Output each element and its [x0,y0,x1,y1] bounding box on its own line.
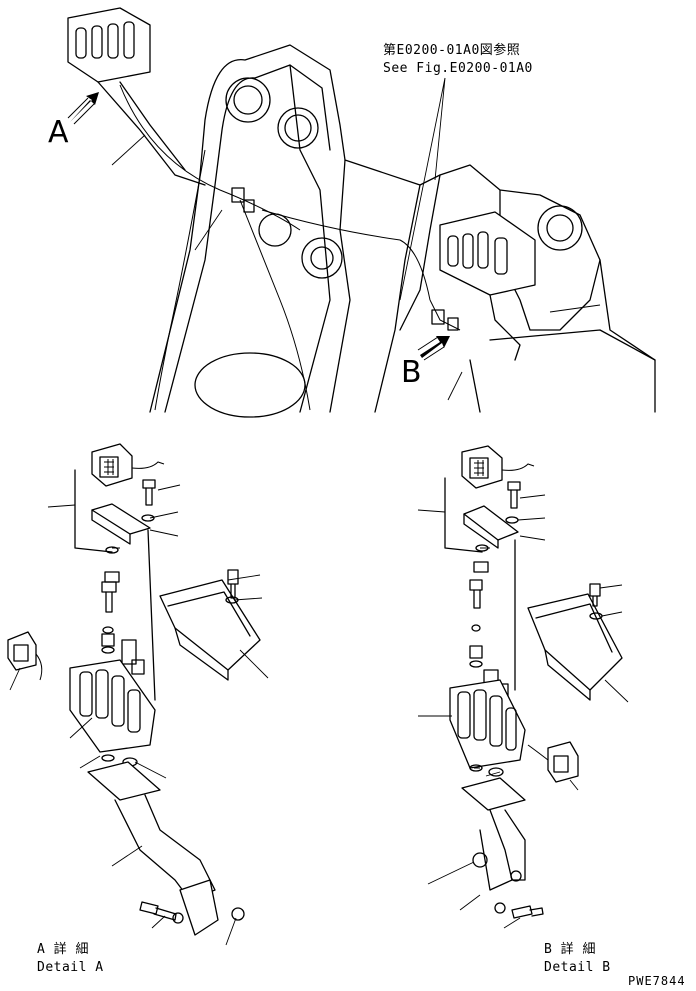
view-label-a: A [48,115,69,150]
view-arrow-b [417,336,450,361]
view-arrow-a [67,92,99,125]
figure-reference-en: See Fig.E0200-01A0 [383,61,533,76]
detail-a-title-jp: A 詳 細 [37,942,89,957]
work-lamp-left-top [67,7,255,213]
figure-reference-jp: 第E0200-01A0図参照 [383,43,521,58]
detail-a-exploded [7,443,269,946]
detail-b-title-en: Detail B [544,960,611,975]
view-label-b: B [401,355,422,390]
work-lamp-right-top [431,211,536,361]
detail-a-title-en: Detail A [37,960,104,975]
detail-b-title-jp: B 詳 細 [544,942,596,957]
detail-b-exploded [417,445,629,929]
overview-assembly [67,7,656,418]
drawing-code: PWE7844 [628,974,686,988]
